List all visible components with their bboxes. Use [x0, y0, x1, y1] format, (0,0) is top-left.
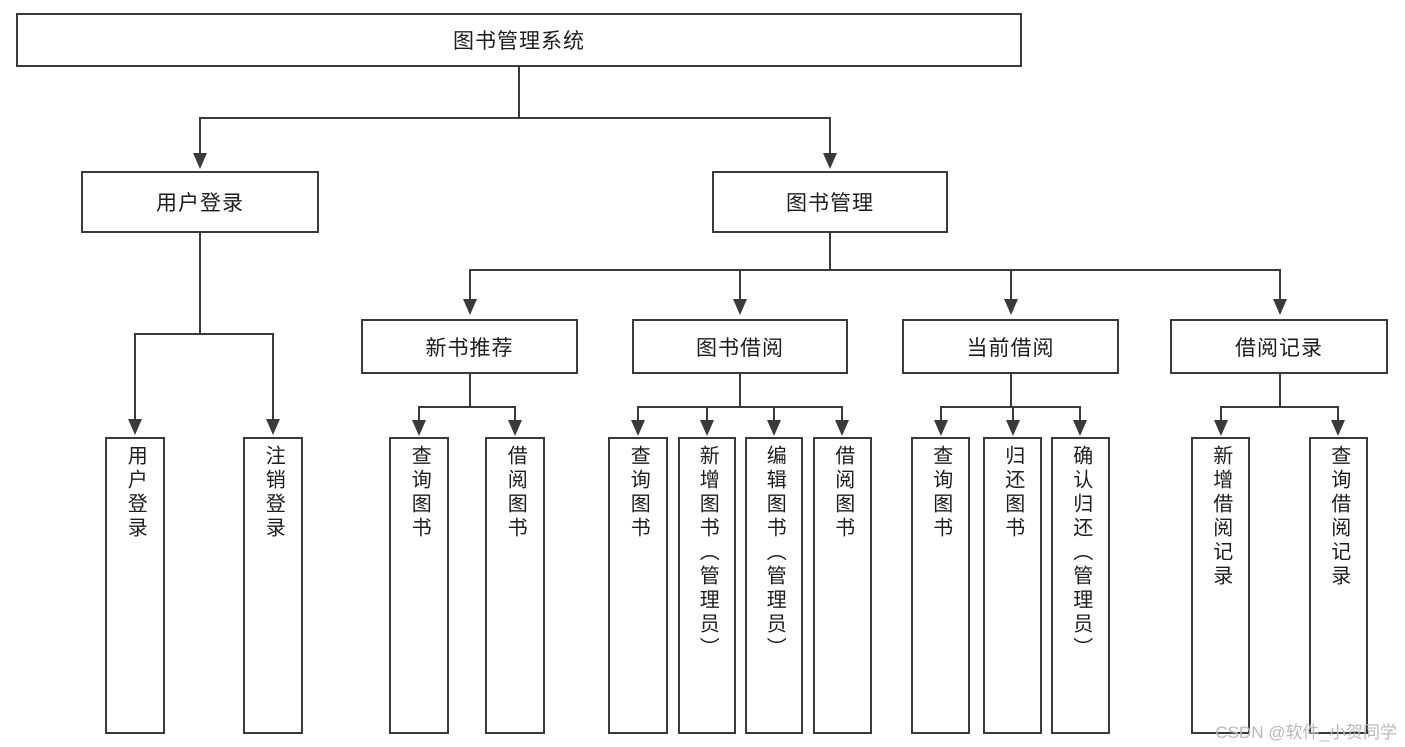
leaf-label: 注销登录 [262, 445, 285, 541]
leaf-label: 新增借阅记录 [1209, 445, 1232, 589]
edge-to-user-login [199, 117, 201, 155]
edge-root-stem [518, 67, 520, 118]
arrow-new-book-c1 [412, 420, 426, 436]
leaf-add-book-admin[interactable]: 新增图书（管理员） [678, 437, 736, 734]
edge-current-borrow-c1 [940, 406, 942, 424]
node-root-system[interactable]: 图书管理系统 [16, 13, 1022, 67]
edge-new-book-bus [418, 406, 516, 408]
arrow-leaf-logout [266, 419, 280, 435]
arrow-current-borrow-c1 [934, 420, 948, 436]
leaf-query-book-new[interactable]: 查询图书 [389, 437, 449, 734]
edge-new-book-c1 [418, 406, 420, 424]
node-current-borrow[interactable]: 当前借阅 [902, 319, 1119, 374]
edge-user-login-right [272, 333, 274, 421]
arrow-to-book-manage [823, 153, 837, 169]
leaf-label: 用户登录 [124, 445, 147, 541]
leaf-confirm-return-admin[interactable]: 确认归还（管理员） [1051, 437, 1110, 734]
edge-new-book-stem [469, 374, 471, 408]
node-book-borrow[interactable]: 图书借阅 [632, 319, 848, 374]
leaf-logout[interactable]: 注销登录 [243, 437, 303, 734]
arrow-borrow-record-c2 [1331, 420, 1345, 436]
arrow-book-borrow-c4 [835, 420, 849, 436]
arrow-to-book-borrow [733, 299, 747, 315]
leaf-query-book[interactable]: 查询图书 [608, 437, 668, 734]
edge-book-borrow-stem [739, 374, 741, 408]
leaf-label: 编辑图书（管理员） [763, 445, 786, 661]
leaf-label: 查询图书 [408, 445, 431, 541]
leaf-query-borrow-record[interactable]: 查询借阅记录 [1309, 437, 1368, 734]
arrow-new-book-c2 [508, 420, 522, 436]
edge-to-borrow-record [1279, 269, 1281, 301]
arrow-to-new-book [463, 299, 477, 315]
leaf-query-book-current[interactable]: 查询图书 [911, 437, 970, 734]
leaf-user-login[interactable]: 用户登录 [105, 437, 165, 734]
edge-borrow-record-bus [1220, 406, 1339, 408]
leaf-label: 确认归还（管理员） [1069, 445, 1092, 661]
edge-current-borrow-c3 [1079, 406, 1081, 424]
edge-book-borrow-c4 [841, 406, 843, 424]
leaf-label: 借阅图书 [831, 445, 854, 541]
edge-book-borrow-bus [637, 406, 843, 408]
edge-user-login-bus [134, 333, 273, 335]
node-user-login[interactable]: 用户登录 [81, 171, 319, 233]
edge-to-current-borrow [1010, 269, 1012, 301]
edge-book-manage-stem [829, 233, 831, 271]
edge-current-borrow-c2 [1012, 406, 1014, 424]
leaf-label: 查询借阅记录 [1327, 445, 1350, 589]
leaf-label: 查询图书 [627, 445, 650, 541]
edge-book-borrow-c1 [637, 406, 639, 424]
leaf-edit-book-admin[interactable]: 编辑图书（管理员） [745, 437, 803, 734]
edge-current-borrow-stem [1010, 374, 1012, 408]
arrow-to-user-login [193, 153, 207, 169]
node-new-book-recommend[interactable]: 新书推荐 [361, 319, 578, 374]
arrow-borrow-record-c1 [1214, 420, 1228, 436]
csdn-watermark: CSDN @软件_小贺同学 [1215, 723, 1397, 742]
arrow-current-borrow-c3 [1073, 420, 1087, 436]
edge-book-borrow-c2 [706, 406, 708, 424]
edge-borrow-record-c1 [1220, 406, 1222, 424]
node-book-management[interactable]: 图书管理 [712, 171, 948, 233]
edge-to-book-manage [829, 117, 831, 155]
node-borrow-record[interactable]: 借阅记录 [1170, 319, 1388, 374]
leaf-label: 借阅图书 [504, 445, 527, 541]
leaf-return-book[interactable]: 归还图书 [983, 437, 1042, 734]
edge-borrow-record-c2 [1337, 406, 1339, 424]
edge-current-borrow-bus [940, 406, 1080, 408]
edge-new-book-c2 [514, 406, 516, 424]
arrow-to-borrow-record [1273, 299, 1287, 315]
leaf-label: 查询图书 [929, 445, 952, 541]
arrow-to-current-borrow [1004, 299, 1018, 315]
arrow-book-borrow-c2 [700, 420, 714, 436]
arrow-book-borrow-c1 [631, 420, 645, 436]
edge-to-new-book [469, 269, 471, 301]
leaf-add-borrow-record[interactable]: 新增借阅记录 [1191, 437, 1250, 734]
arrow-book-borrow-c3 [767, 420, 781, 436]
edge-user-login-stem [199, 233, 201, 334]
leaf-label: 新增图书（管理员） [696, 445, 719, 661]
arrow-leaf-user-login [128, 419, 142, 435]
edge-level2-bus [199, 117, 831, 119]
edge-level3-bus [469, 269, 1280, 271]
edge-borrow-record-stem [1279, 374, 1281, 408]
leaf-label: 归还图书 [1001, 445, 1024, 541]
leaf-borrow-book[interactable]: 借阅图书 [813, 437, 872, 734]
edge-to-book-borrow [739, 269, 741, 301]
arrow-current-borrow-c2 [1006, 420, 1020, 436]
edge-book-borrow-c3 [773, 406, 775, 424]
edge-user-login-left [134, 333, 136, 421]
leaf-borrow-book-new[interactable]: 借阅图书 [485, 437, 545, 734]
